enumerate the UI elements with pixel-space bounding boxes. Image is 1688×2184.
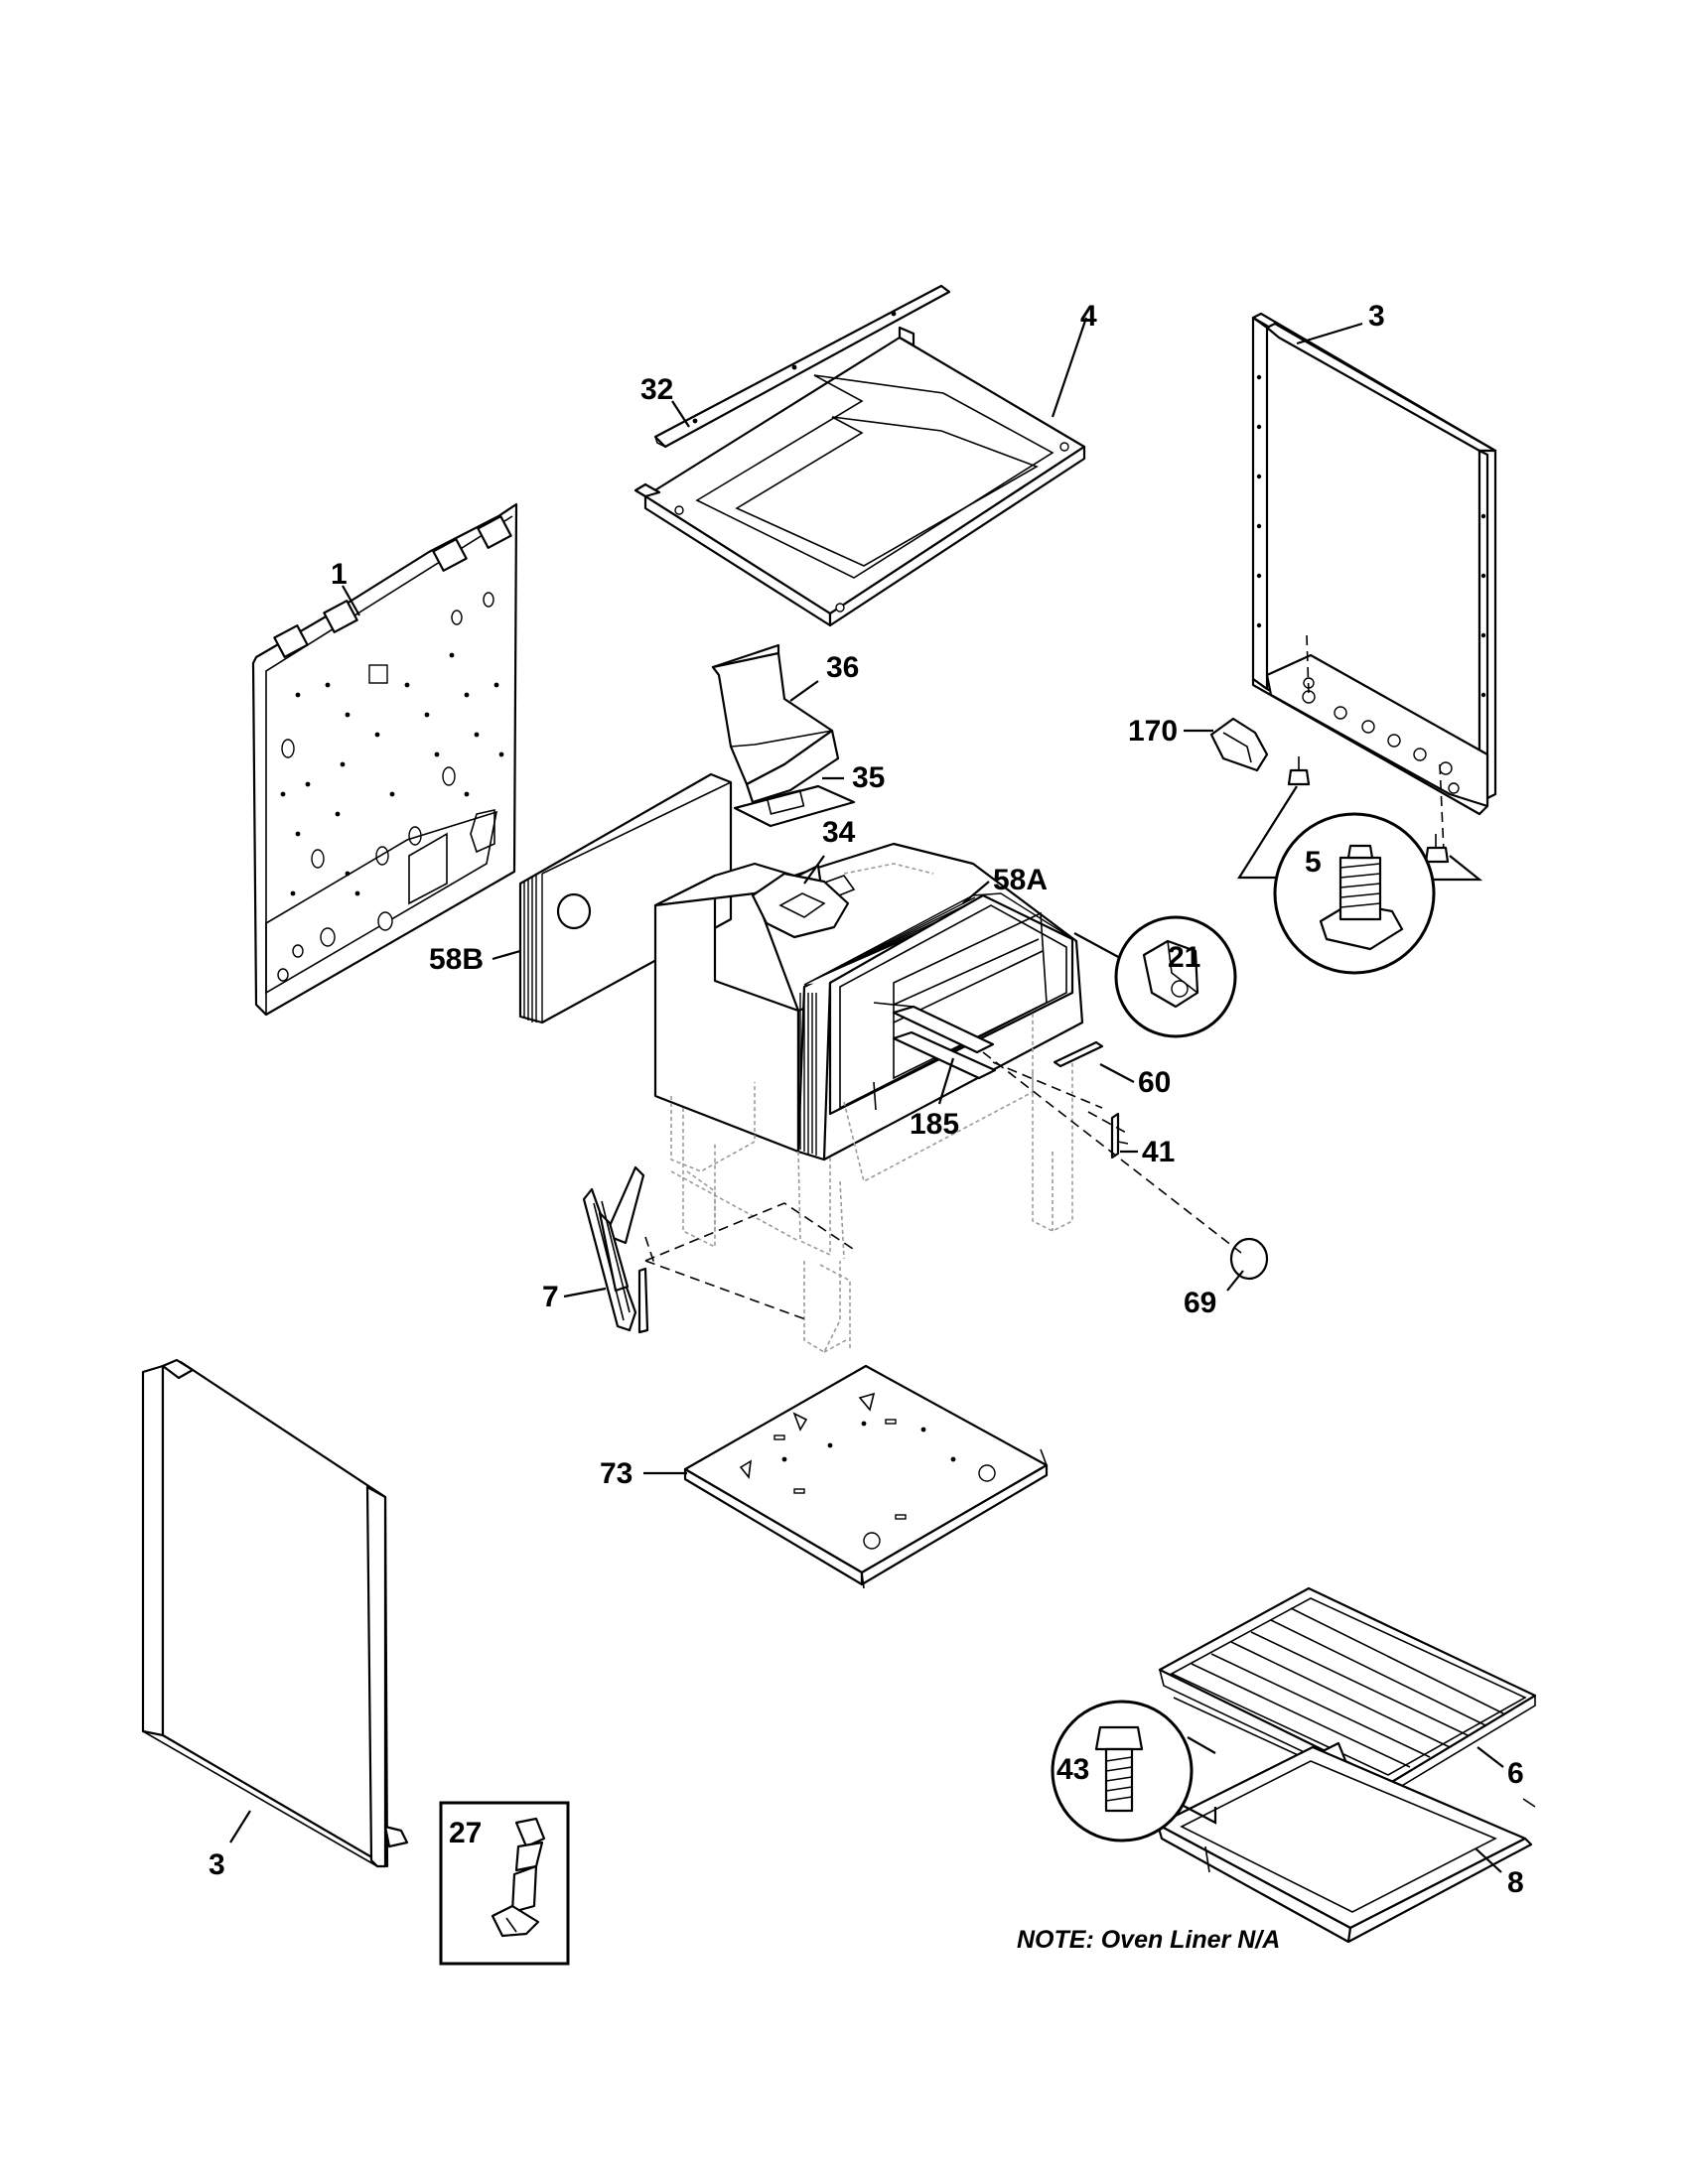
label-69: 69 <box>1184 1287 1216 1319</box>
part-58b-insulation <box>518 772 733 1024</box>
part-1-rear-panel <box>251 502 518 1017</box>
label-35: 35 <box>852 761 885 794</box>
label-32: 32 <box>640 373 673 406</box>
leader-lines <box>229 317 1504 1873</box>
part-69-cap <box>1229 1237 1269 1281</box>
label-60: 60 <box>1138 1066 1171 1099</box>
label-58b: 58B <box>429 943 484 976</box>
label-3-right: 3 <box>1368 300 1385 333</box>
label-170: 170 <box>1128 715 1178 748</box>
part-170-bracket <box>1209 717 1269 772</box>
part-36-duct <box>711 643 840 804</box>
part-8-broiler-pan <box>1156 1745 1536 1944</box>
part-3-right-side-panel <box>1251 312 1497 853</box>
label-6: 6 <box>1507 1757 1524 1790</box>
label-41: 41 <box>1142 1136 1175 1168</box>
note-text: NOTE: Oven Liner N/A <box>1017 1926 1280 1954</box>
label-5: 5 <box>1305 846 1322 879</box>
part-5-callout <box>1237 785 1483 975</box>
label-4: 4 <box>1080 300 1097 333</box>
part-73-bottom-panel <box>683 1364 1049 1589</box>
label-36: 36 <box>826 651 859 684</box>
label-3-left: 3 <box>209 1848 225 1881</box>
label-21: 21 <box>1168 941 1200 974</box>
part-7-hinge <box>582 1165 649 1334</box>
part-labels: 1 32 4 3 36 35 34 58A 58B 170 5 21 60 18… <box>209 300 1524 1954</box>
label-58a: 58A <box>993 864 1048 896</box>
label-43: 43 <box>1056 1753 1089 1786</box>
label-34: 34 <box>822 816 856 849</box>
label-73: 73 <box>600 1457 633 1490</box>
part-34-insert <box>751 855 934 939</box>
part-21-callout <box>1073 915 1237 1038</box>
part-32-strip <box>653 284 951 449</box>
label-185: 185 <box>910 1108 959 1141</box>
oven-cavity-assembly <box>653 842 1084 1183</box>
part-60-bracket <box>1053 1040 1104 1068</box>
part-3-left-side-panel <box>141 1358 409 1868</box>
label-7: 7 <box>542 1281 559 1313</box>
hidden-frame-lines <box>670 1052 1073 1354</box>
part-43-callout <box>1051 1700 1217 1843</box>
part-27-box <box>439 1801 570 1966</box>
part-41-clip <box>1110 1112 1129 1160</box>
label-1: 1 <box>331 558 348 591</box>
label-27: 27 <box>449 1817 482 1849</box>
projection-lines <box>644 1051 1242 1321</box>
part-35-plate <box>733 784 856 828</box>
part-4-cooktop-tray <box>633 326 1086 627</box>
label-8: 8 <box>1507 1866 1524 1899</box>
leveler-screws <box>1287 756 1450 864</box>
